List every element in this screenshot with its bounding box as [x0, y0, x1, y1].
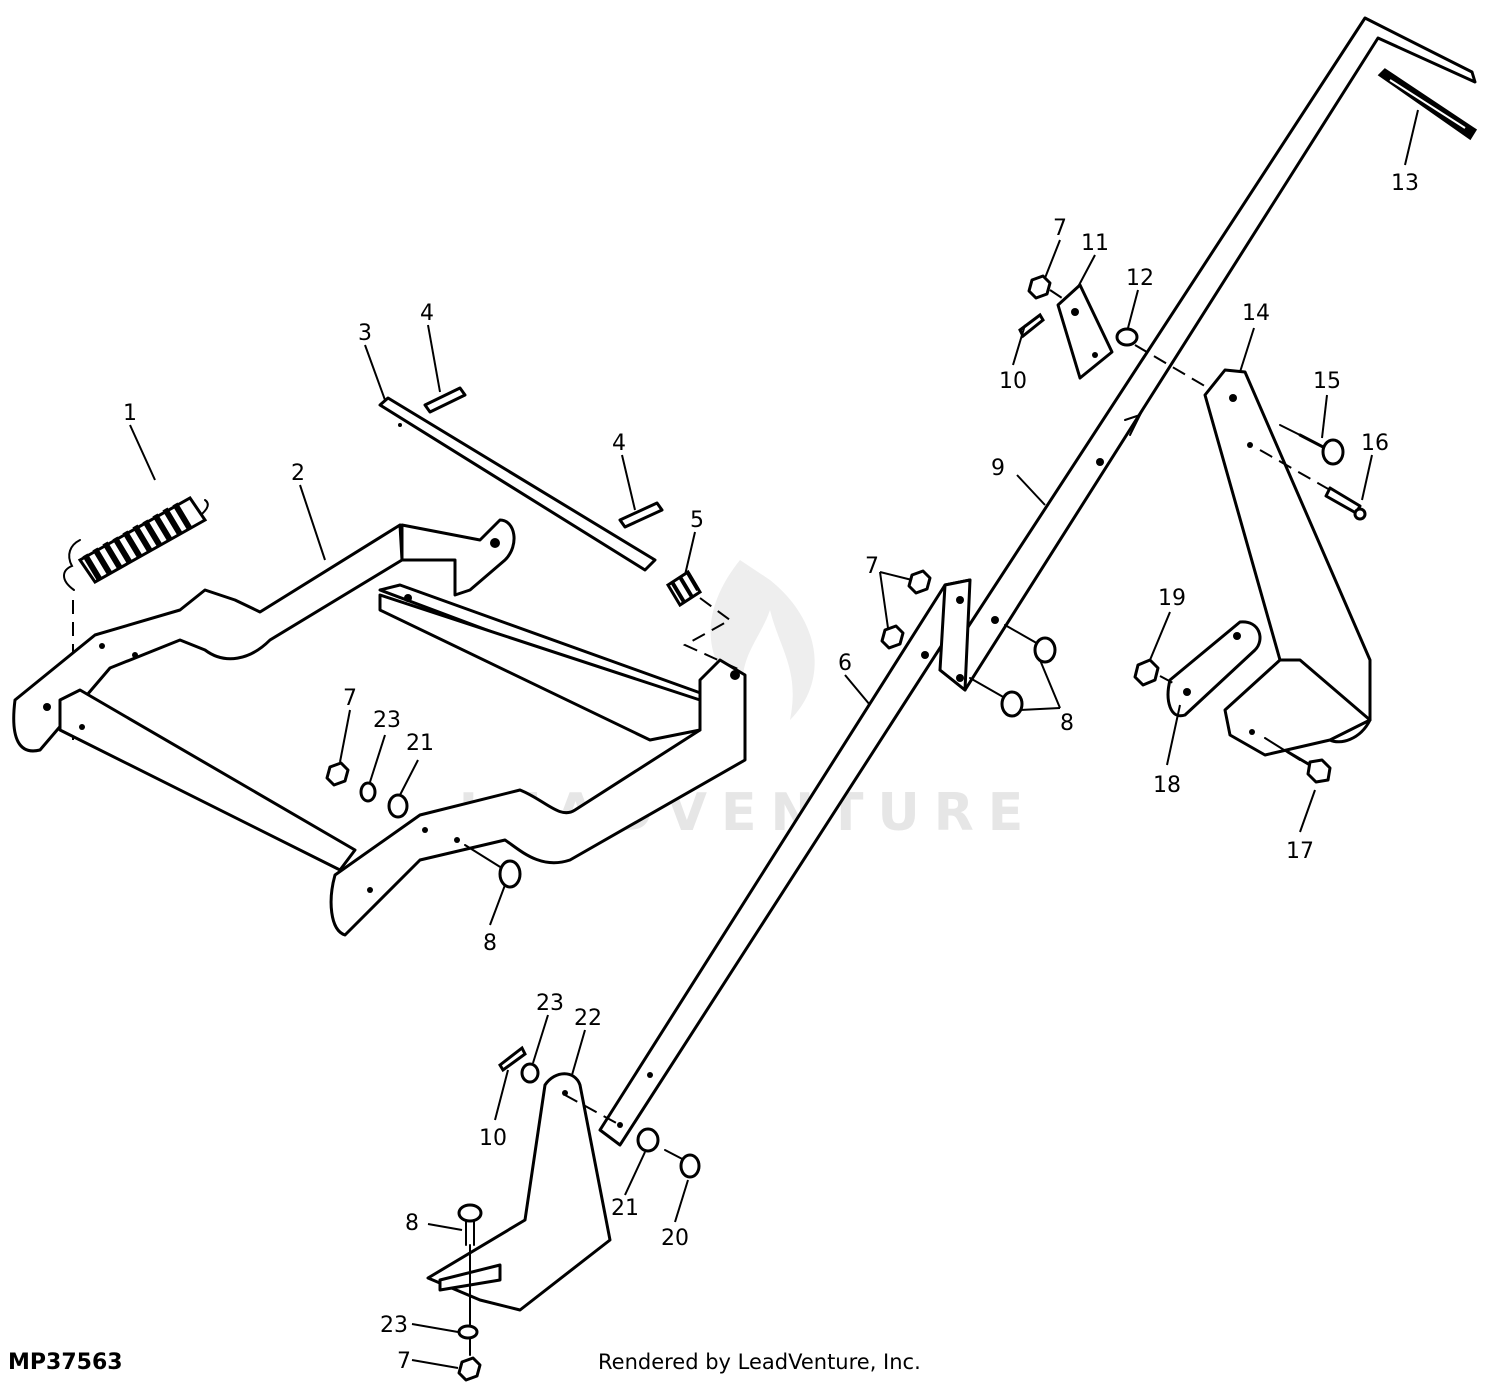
- callout-10-upper: 10: [999, 369, 1027, 394]
- bolt-link-lower: [969, 677, 1024, 718]
- lock-washer-frame: [359, 781, 377, 803]
- spring-coils: [77, 496, 208, 584]
- callout-8-link: 8: [1060, 711, 1074, 736]
- callout-4-upper: 4: [420, 301, 434, 326]
- callout-10-lower: 10: [479, 1126, 507, 1151]
- callout-20: 20: [661, 1226, 689, 1251]
- nut-frame: [325, 761, 350, 787]
- part-spacer: [1115, 327, 1221, 396]
- callout-7-bottom: 7: [397, 1349, 411, 1374]
- part-grip: [1377, 68, 1478, 141]
- callout-7-frame: 7: [343, 686, 357, 711]
- bolt-lower-link: [664, 1149, 701, 1179]
- callout-labels: 1 2 3 4 4 5 6 7 7 7 7 8 8 8 9 10 10 11 1…: [123, 171, 1419, 1374]
- callout-leaders: [129, 109, 1419, 1369]
- callout-4-lower: 4: [612, 431, 626, 456]
- cotter-pin-lower: [498, 1045, 527, 1073]
- part-frame: [12, 518, 747, 937]
- part-link: [598, 578, 999, 1147]
- render-credit: Rendered by LeadVenture, Inc.: [598, 1350, 921, 1374]
- lock-washer-bottom: [457, 1324, 479, 1340]
- nut-link-upper: [907, 569, 932, 595]
- callout-12: 12: [1126, 266, 1154, 291]
- nut-small-plate: [1133, 658, 1160, 687]
- callout-7-lever: 7: [1053, 216, 1067, 241]
- part-pivot-bracket: [1203, 368, 1372, 757]
- pin-pivot: [1259, 449, 1367, 521]
- part-small-plate: [1166, 620, 1262, 718]
- bolt-bracket: [1264, 737, 1332, 784]
- callout-2: 2: [291, 461, 305, 486]
- nut-upper-lever: [1027, 274, 1052, 300]
- part-pin-lower: [618, 501, 664, 529]
- callout-23-lower: 23: [536, 991, 564, 1016]
- callout-8-bottom: 8: [405, 1211, 419, 1236]
- part-rod: [378, 396, 657, 572]
- nut-bottom: [457, 1356, 482, 1382]
- callout-15: 15: [1313, 369, 1341, 394]
- callout-7-link: 7: [865, 554, 879, 579]
- callout-13: 13: [1391, 171, 1419, 196]
- callout-16: 16: [1361, 431, 1389, 456]
- part-bracket-plate: [1056, 283, 1114, 380]
- callout-22: 22: [574, 1006, 602, 1031]
- callout-14: 14: [1242, 301, 1270, 326]
- callout-8-frame: 8: [483, 931, 497, 956]
- part-spring: [63, 496, 209, 740]
- callout-1: 1: [123, 401, 137, 426]
- part-lower-bracket: [426, 1072, 621, 1312]
- bolt-pivot: [1279, 424, 1345, 466]
- callout-21-lower: 21: [611, 1196, 639, 1221]
- callout-18: 18: [1153, 773, 1181, 798]
- callout-23-frame: 23: [373, 708, 401, 733]
- bolt-bottom: [457, 1203, 483, 1246]
- part-small-spring: [665, 569, 741, 671]
- callout-11: 11: [1081, 231, 1109, 256]
- lock-washer-lower: [520, 1062, 540, 1084]
- callout-21-frame: 21: [406, 731, 434, 756]
- callout-9: 9: [991, 456, 1005, 481]
- washer-frame: [387, 793, 409, 819]
- callout-19: 19: [1158, 586, 1186, 611]
- callout-23-bottom: 23: [380, 1313, 408, 1338]
- washer-lower: [636, 1127, 660, 1153]
- part-main-lever: [938, 16, 1477, 692]
- callout-17: 17: [1286, 839, 1314, 864]
- bolt-frame: [464, 844, 522, 889]
- callout-5: 5: [690, 508, 704, 533]
- part-pin-upper: [423, 386, 467, 414]
- diagram-code: MP37563: [8, 1350, 123, 1375]
- callout-6: 6: [838, 651, 852, 676]
- nut-link-lower: [880, 624, 905, 650]
- callout-3: 3: [358, 321, 372, 346]
- bolt-link-upper: [1004, 624, 1057, 664]
